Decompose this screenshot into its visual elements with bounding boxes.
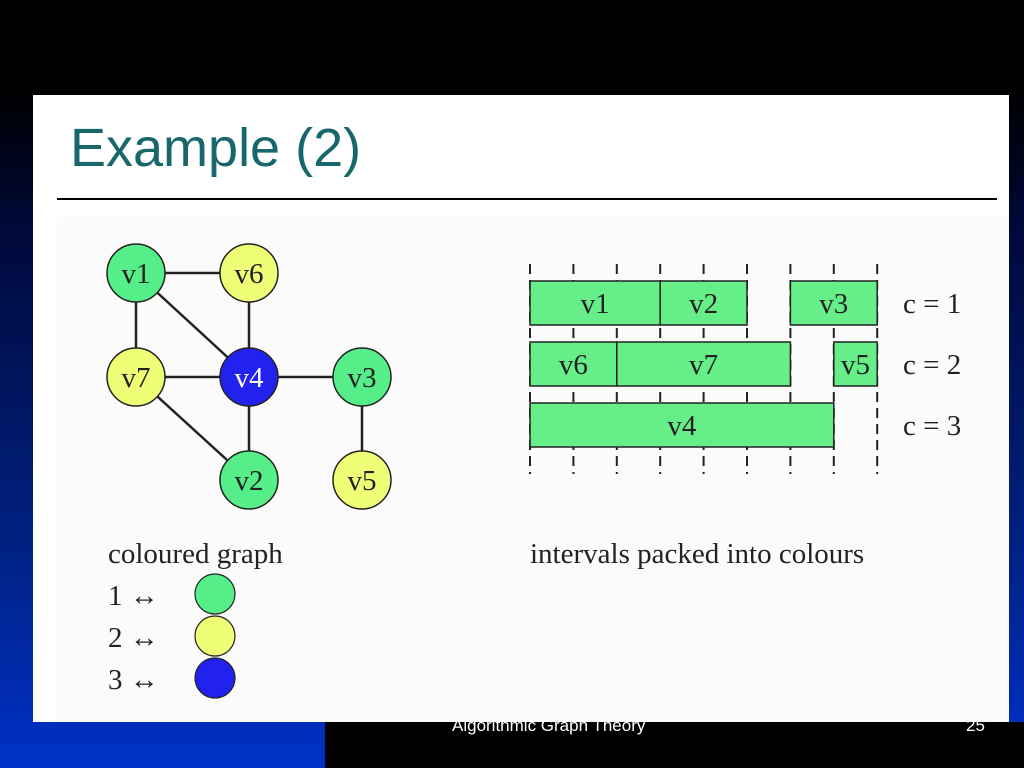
node-label-v6: v6 <box>235 258 264 290</box>
colour-legend: 1 ↔ 2 ↔ 3 ↔ <box>108 573 236 699</box>
row-label-2: c = 2 <box>903 349 961 381</box>
node-circle-v4 <box>219 347 279 407</box>
interval-label-v6: v6 <box>559 349 588 381</box>
legend-label-2: 2 ↔ <box>108 622 159 654</box>
interval-bar-v7 <box>616 341 792 387</box>
node-circle-v2 <box>219 450 279 510</box>
interval-bar-v6 <box>529 341 618 387</box>
interval-bar-v4 <box>529 402 835 448</box>
node-label-v4: v4 <box>235 362 265 394</box>
legend-swatch-1 <box>194 573 236 615</box>
node-label-v3: v3 <box>348 362 377 394</box>
node-circle-v5 <box>332 450 392 510</box>
row-label-1: c = 1 <box>903 288 961 320</box>
legend-swatch-2 <box>194 615 236 657</box>
node-label-v5: v5 <box>348 465 377 497</box>
graph-caption: coloured graph <box>108 538 283 570</box>
footer-text: Algorithmic Graph Theory <box>452 716 646 735</box>
interval-label-v1: v1 <box>581 288 610 320</box>
interval-label-v4: v4 <box>667 410 697 442</box>
node-circle-v7 <box>106 347 166 407</box>
node-v1: v1 <box>106 243 166 303</box>
colour-row-labels: c = 1 c = 2 c = 3 <box>903 288 961 442</box>
interval-label-v5: v5 <box>841 349 870 381</box>
legend-label-3: 3 ↔ <box>108 664 159 696</box>
slide-title: Example (2) <box>70 118 362 178</box>
title-rule <box>57 198 997 200</box>
node-circle-v1 <box>106 243 166 303</box>
node-label-v1: v1 <box>122 258 151 290</box>
footer-band <box>325 722 1024 768</box>
slide-panel: Example (2) v1 v6 v7 v4 v3 v2 v5 coloured grap… <box>33 95 1009 722</box>
node-circle-v6 <box>219 243 279 303</box>
interval-bar-v1 <box>529 280 661 326</box>
legend-label-1: 1 ↔ <box>108 580 159 612</box>
interval-bars: v1 v2 v3 v6 v7 v5 v4 <box>529 280 878 448</box>
graph-nodes: v1 v6 v7 v4 v3 v2 v5 <box>106 243 392 510</box>
interval-bar-v3 <box>789 280 878 326</box>
node-label-v2: v2 <box>235 465 264 497</box>
interval-bar-v5 <box>833 341 878 387</box>
interval-label-v2: v2 <box>689 288 718 320</box>
top-band <box>0 0 1024 95</box>
page-number: 25 <box>966 716 985 735</box>
row-label-3: c = 3 <box>903 410 961 442</box>
node-v4: v4 <box>219 347 279 407</box>
node-v5: v5 <box>332 450 392 510</box>
interval-bar-v2 <box>659 280 748 326</box>
node-circle-v3 <box>332 347 392 407</box>
interval-label-v3: v3 <box>819 288 848 320</box>
node-label-v7: v7 <box>122 362 151 394</box>
node-v3: v3 <box>332 347 392 407</box>
interval-label-v7: v7 <box>689 349 718 381</box>
interval-caption: intervals packed into colours <box>530 538 864 570</box>
node-v7: v7 <box>106 347 166 407</box>
node-v2: v2 <box>219 450 279 510</box>
node-v6: v6 <box>219 243 279 303</box>
legend-swatch-3 <box>194 657 236 699</box>
